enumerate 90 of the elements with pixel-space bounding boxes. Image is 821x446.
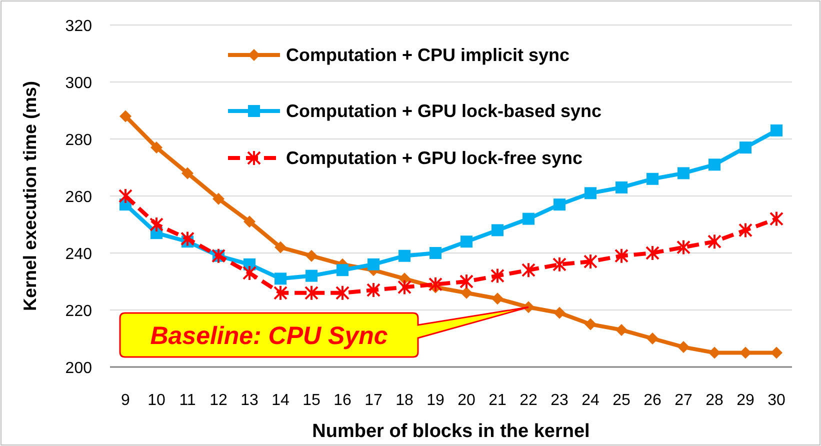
- point: [584, 254, 598, 270]
- tick-label: 26: [644, 392, 662, 409]
- point: [336, 284, 350, 301]
- point: [150, 216, 164, 232]
- tick-label: 30: [768, 392, 786, 409]
- point: [678, 167, 690, 180]
- tick-label: 17: [364, 392, 382, 409]
- tick-label: 15: [302, 392, 320, 409]
- point: [770, 124, 782, 136]
- point: [492, 224, 504, 236]
- tick-label: 11: [179, 392, 196, 409]
- point: [740, 346, 752, 359]
- point: [676, 239, 690, 256]
- tick-label: 21: [488, 392, 506, 409]
- point: [584, 318, 596, 330]
- point: [616, 181, 628, 194]
- point: [274, 284, 288, 301]
- point: [522, 212, 534, 225]
- tick-label: 12: [210, 392, 228, 409]
- point: [616, 324, 628, 336]
- point: [212, 192, 224, 205]
- point: [460, 236, 472, 248]
- point: [492, 292, 504, 305]
- point: [708, 158, 720, 171]
- point: [306, 270, 318, 282]
- point: [366, 282, 380, 298]
- point: [304, 284, 318, 301]
- point: [398, 250, 410, 262]
- point: [244, 216, 256, 228]
- point: [646, 332, 658, 344]
- point: [460, 286, 472, 299]
- tick-label: 24: [582, 392, 600, 409]
- tick-label: 25: [612, 392, 630, 409]
- point: [368, 258, 380, 270]
- tick-label: 9: [121, 392, 130, 409]
- point: [150, 142, 162, 154]
- point: [180, 230, 194, 247]
- tick-label: 10: [148, 392, 166, 409]
- point: [274, 241, 286, 254]
- point: [522, 262, 536, 278]
- axis-title: Number of blocks in the kernel: [312, 421, 590, 442]
- point: [460, 274, 474, 290]
- tick-label: 22: [520, 392, 538, 409]
- tick-label: 16: [334, 392, 352, 409]
- point: [770, 210, 784, 227]
- point: [708, 346, 720, 359]
- tick-label: 20: [458, 392, 476, 409]
- point: [398, 279, 412, 296]
- tick-label: 18: [396, 392, 414, 409]
- point: [430, 247, 442, 259]
- tick-label: 14: [272, 392, 290, 409]
- legend-label: Computation + CPU implicit sync: [286, 45, 570, 65]
- tick-label: 280: [65, 132, 92, 149]
- point: [336, 264, 348, 276]
- tick-label: 260: [65, 189, 92, 206]
- tick-label: 300: [65, 75, 92, 92]
- point: [646, 172, 658, 185]
- point: [740, 142, 752, 154]
- tick-label: 19: [426, 392, 444, 409]
- point: [554, 198, 566, 211]
- point: [614, 248, 628, 264]
- point: [738, 222, 752, 238]
- point: [182, 167, 194, 180]
- legend-label: Computation + GPU lock-free sync: [286, 148, 583, 168]
- legend-label: Computation + GPU lock-based sync: [286, 101, 602, 121]
- point: [708, 234, 722, 250]
- tick-label: 29: [736, 392, 754, 409]
- tick-label: 200: [65, 360, 92, 377]
- point: [552, 256, 566, 272]
- point: [554, 306, 566, 319]
- point: [274, 272, 286, 285]
- point: [428, 276, 442, 292]
- point: [118, 188, 132, 204]
- tick-label: 13: [240, 392, 258, 409]
- point: [490, 268, 504, 284]
- point: [678, 341, 690, 354]
- point: [120, 110, 132, 122]
- tick-label: 23: [550, 392, 568, 409]
- point: [306, 250, 318, 262]
- callout-text: Baseline: CPU Sync: [150, 322, 388, 350]
- axis-title: Kernel execution time (ms): [20, 80, 40, 312]
- tick-label: 28: [706, 392, 724, 409]
- point: [242, 264, 256, 281]
- tick-label: 240: [65, 246, 92, 263]
- point: [770, 346, 782, 359]
- point: [646, 245, 660, 261]
- tick-label: 220: [65, 303, 92, 320]
- tick-label: 27: [674, 392, 692, 409]
- point: [584, 187, 596, 200]
- tick-label: 320: [65, 18, 92, 35]
